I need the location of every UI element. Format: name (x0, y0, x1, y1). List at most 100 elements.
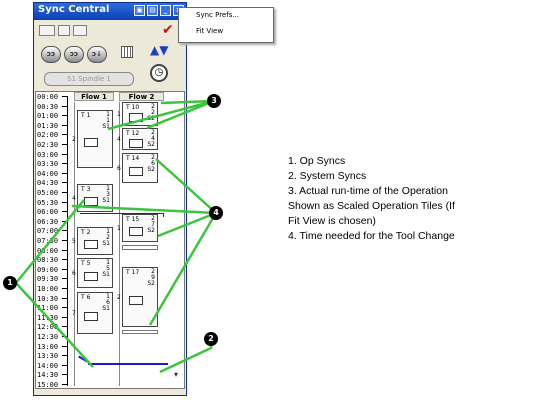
operation-tile[interactable]: T 15 2 7 S2 (122, 214, 158, 242)
time-tick (62, 220, 67, 222)
tile-op-numbers: 1 1 S1 (102, 111, 110, 130)
options-icon[interactable]: ▤ (147, 5, 158, 16)
tile-index: 4 (72, 195, 76, 202)
flow-2-header: Flow 2 (119, 92, 164, 101)
menu-item-sync-prefs[interactable]: Sync Prefs... (196, 11, 240, 19)
time-tick (62, 211, 67, 213)
sort-arrows-icon[interactable]: ▲▼ (150, 43, 169, 57)
tool-holder-icon (129, 139, 143, 148)
flow-2-lane (119, 102, 120, 386)
minimize-button[interactable]: _ (160, 5, 171, 16)
tool-holder-icon (129, 227, 143, 236)
grid-view-icon[interactable] (39, 25, 55, 36)
time-label: 08:00 (37, 246, 59, 255)
arrow-3c (107, 99, 215, 131)
time-tick (62, 345, 67, 347)
callout-3: 3 (207, 94, 221, 108)
flow-1-header: Flow 1 (74, 92, 114, 101)
time-tick (62, 172, 67, 174)
time-label: 04:00 (37, 169, 59, 178)
time-label: 07:00 (37, 227, 59, 236)
time-label: 03:00 (37, 150, 59, 159)
pin-icon[interactable]: ▣ (134, 5, 145, 16)
top-toolbar: ✔ (35, 22, 185, 40)
tile-index: 4 (117, 136, 121, 143)
tool-view-icon[interactable] (73, 25, 87, 36)
legend-item-system-syncs: 2. System Syncs (288, 170, 367, 182)
time-tick (62, 384, 67, 385)
time-label: 09:30 (37, 275, 59, 284)
time-label: 11:00 (37, 304, 59, 313)
time-tick (62, 374, 67, 376)
time-tick (62, 163, 67, 165)
time-tick (62, 326, 67, 328)
time-tick (62, 230, 67, 232)
time-tick (62, 288, 67, 289)
clock-icon[interactable]: ◷ (150, 64, 168, 82)
layout-icon[interactable] (121, 46, 133, 58)
arrow-4d (71, 204, 217, 215)
scroll-down-icon[interactable]: ▾ (174, 370, 179, 379)
tile-tool-label: T 3 (81, 186, 91, 193)
op-sync-line[interactable] (80, 213, 164, 214)
tool-holder-icon (84, 240, 98, 249)
checkmark-icon[interactable]: ✔ (162, 22, 174, 38)
context-menu: Sync Prefs... Fit View (178, 7, 274, 43)
single-view-icon[interactable] (58, 25, 70, 36)
time-tick (62, 278, 67, 280)
menu-item-fit-view[interactable]: Fit View (196, 27, 224, 35)
time-tick (62, 364, 67, 366)
time-tick (62, 201, 67, 203)
time-label: 00:30 (37, 102, 59, 111)
tile-index: 7 (72, 310, 76, 317)
legend-item-run-time-cont: Shown as Scaled Operation Tiles (If (288, 200, 455, 212)
sync-type-3-icon[interactable]: ↄ↓ (87, 46, 107, 63)
time-tick (62, 182, 67, 184)
arrow-4b (157, 211, 217, 238)
tile-index: 1 (117, 225, 121, 232)
time-label: 01:30 (37, 121, 59, 130)
time-tick (62, 240, 67, 241)
arrow-3b (146, 99, 215, 130)
sync-type-2-icon[interactable]: ↄↄ (64, 46, 84, 63)
time-tick (62, 124, 67, 126)
time-label: 02:00 (37, 131, 59, 140)
tile-op-numbers: 1 6 S1 (102, 293, 110, 312)
time-label: 07:30 (37, 237, 59, 245)
time-tick (62, 355, 67, 357)
system-sync-line[interactable] (88, 363, 168, 365)
time-tick (62, 249, 67, 251)
tile-index: 5 (72, 238, 76, 245)
callout-4: 4 (209, 206, 223, 220)
spindle-select[interactable]: S1 Spindle 1 (44, 72, 134, 86)
arrow-1a (15, 199, 85, 284)
time-tick (62, 307, 67, 309)
time-label: 10:00 (37, 285, 59, 293)
time-label: 08:30 (37, 256, 59, 265)
time-label: 12:30 (37, 333, 59, 341)
tile-op-numbers: 2 7 S2 (147, 215, 155, 234)
tile-tool-label: T 14 (126, 155, 140, 162)
legend-item-op-syncs: 1. Op Syncs (288, 155, 346, 167)
arrow-2 (159, 339, 213, 374)
time-label: 06:00 (37, 208, 59, 217)
time-label: 02:30 (37, 141, 59, 149)
time-label: 04:30 (37, 179, 59, 188)
time-tick (62, 96, 67, 97)
tile-tool-label: T 15 (126, 216, 140, 223)
tile-tool-label: T 17 (126, 269, 140, 276)
operation-tile[interactable]: T 17 2 9 S2 (122, 267, 158, 327)
tile-op-numbers: 1 5 S1 (102, 259, 110, 278)
tile-op-numbers: 2 9 S2 (147, 268, 155, 287)
sync-type-1-icon[interactable]: ↄↄ (41, 46, 61, 63)
window-title: Sync Central (38, 4, 110, 15)
